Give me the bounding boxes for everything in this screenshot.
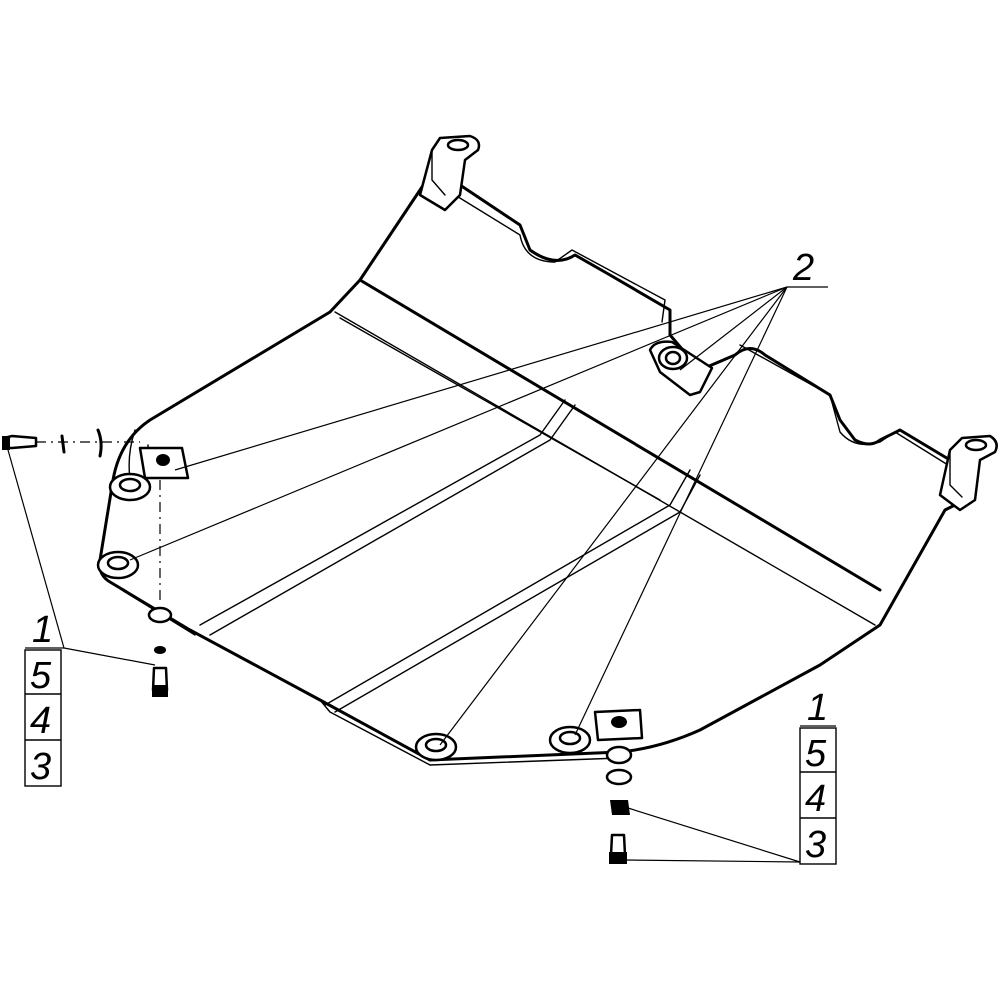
right-stack-label-3: 3 bbox=[805, 824, 826, 866]
fastener-left-vertical bbox=[147, 480, 173, 697]
boss-left-upper bbox=[108, 472, 152, 502]
mounting-tab-left bbox=[418, 134, 481, 212]
fastener-left-horizontal bbox=[2, 428, 140, 458]
right-stack-label-1: 1 bbox=[807, 687, 828, 729]
boss-left-lower bbox=[96, 550, 140, 580]
leader-lines bbox=[7, 286, 801, 863]
skid-plate bbox=[98, 173, 977, 766]
cage-nut-bottom bbox=[593, 708, 644, 742]
left-stack-label-1: 1 bbox=[32, 609, 53, 651]
left-stack-label-3: 3 bbox=[30, 746, 51, 788]
cage-nut-left bbox=[138, 446, 190, 480]
mounting-tab-right bbox=[938, 434, 998, 512]
boss-bottom-right bbox=[548, 725, 592, 755]
cage-nut-top bbox=[648, 340, 714, 397]
callout-2-label: 2 bbox=[792, 247, 814, 289]
fastener-right-vertical bbox=[605, 745, 633, 864]
left-stack-label-5: 5 bbox=[30, 655, 52, 697]
right-stack-label-4: 4 bbox=[805, 778, 826, 820]
boss-bottom-left bbox=[414, 732, 458, 762]
right-stack-label-5: 5 bbox=[805, 733, 827, 775]
callout-2: 2 bbox=[787, 247, 828, 289]
callout-stack-right: 1 5 4 3 bbox=[799, 687, 837, 866]
callout-stack-left: 1 5 4 3 bbox=[24, 609, 64, 788]
left-stack-label-4: 4 bbox=[30, 700, 51, 742]
